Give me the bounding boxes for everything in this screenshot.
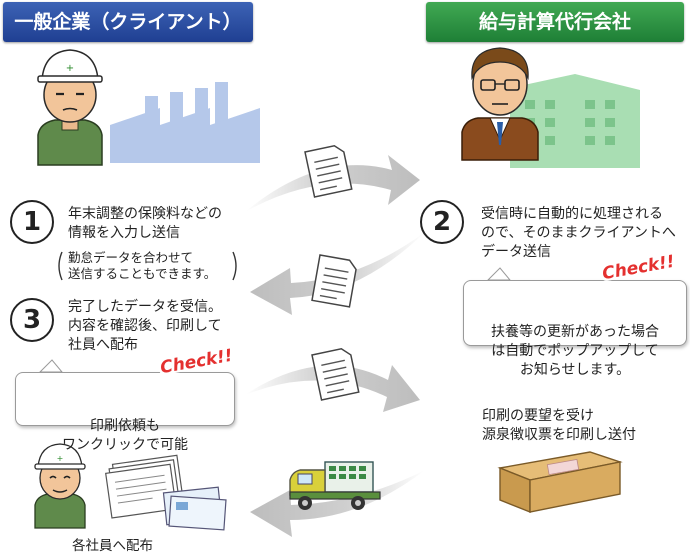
- employee-worker-icon: +: [34, 443, 86, 529]
- employees-caption: 各社員へ配布: [72, 538, 153, 554]
- arrow-agency-to-client: [250, 232, 425, 315]
- step-number-2: 2: [420, 200, 464, 244]
- step-number-1: 1: [10, 200, 54, 244]
- step-3-text: 完了したデータを受信。 内容を確認後、印刷して 社員へ配布: [68, 299, 222, 353]
- agency-header: 給与計算代行会社: [426, 2, 684, 42]
- client-print-callout-text: 印刷依頼も ワンクリックで可能: [62, 418, 188, 453]
- step-1-text: 年末調整の保険料などの 情報を入力し送信: [68, 206, 222, 241]
- agency-update-callout-text: 扶養等の更新があった場合 は自動でポップアップして お知らせします。: [491, 324, 659, 378]
- payslip-stack-icon: [105, 454, 227, 531]
- arrow-delivery-to-employees: [250, 470, 425, 537]
- document-icon-3: [311, 347, 360, 401]
- step-1-note: 勤怠データを合わせて 送信することもできます。: [68, 250, 217, 281]
- client-worker-icon: +: [37, 49, 103, 166]
- arrow-client-to-agency-2: [245, 365, 420, 412]
- delivery-truck-icon: [289, 461, 381, 510]
- svg-text:+: +: [57, 454, 64, 463]
- agency-staff-icon: [461, 47, 539, 161]
- print-request-text: 印刷の要望を受け 源泉徴収票を印刷し送付: [482, 408, 636, 443]
- document-icon-2: [311, 254, 357, 308]
- agency-update-callout: 扶養等の更新があった場合 は自動でポップアップして お知らせします。: [463, 280, 687, 378]
- step-2-text: 受信時に自動的に処理される ので、そのままクライアントへ データ送信: [481, 206, 676, 260]
- client-factory-icon: [110, 82, 260, 163]
- agency-office-icon: [510, 74, 640, 168]
- client-header: 一般企業（クライアント）: [3, 2, 253, 42]
- client-print-callout: 印刷依頼も ワンクリックで可能: [15, 372, 235, 453]
- svg-text:+: +: [66, 63, 74, 74]
- package-box-icon: [497, 451, 623, 514]
- document-icon-1: [304, 144, 353, 198]
- step-number-3: 3: [10, 298, 54, 342]
